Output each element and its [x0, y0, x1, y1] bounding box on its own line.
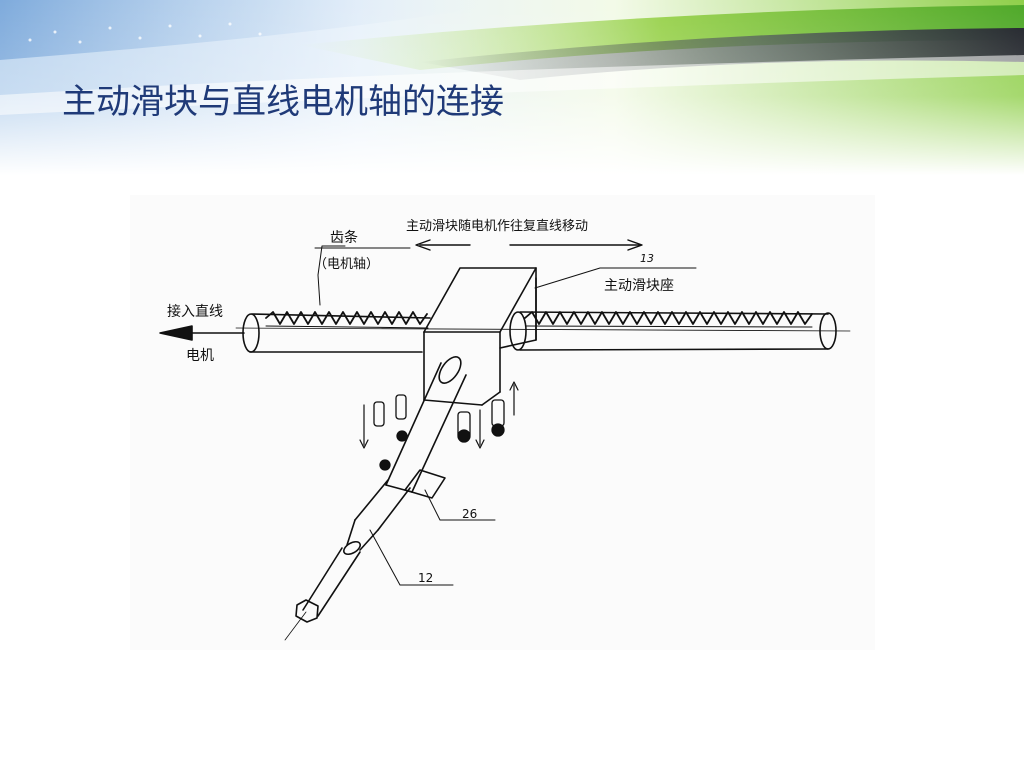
motion-arrowhead-left [415, 239, 431, 251]
part-13-leader-line [534, 267, 697, 289]
label-part-13-number: 13 [640, 252, 654, 265]
header-banner [0, 0, 1024, 175]
bolt-direction-arrows [359, 381, 519, 449]
part-26-leader-line [424, 489, 496, 521]
label-rack: 齿条 [330, 229, 358, 246]
label-connect-motor-2: 电机 [186, 348, 214, 364]
label-part-13-name: 主动滑块座 [604, 277, 674, 294]
motion-arrowhead-right [627, 239, 643, 251]
rack-teeth-right [524, 311, 813, 325]
part-12-leader-line [369, 529, 454, 586]
label-part-12: 12 [418, 571, 433, 585]
shaft-centerline [235, 327, 851, 332]
slider-shaft-connection-diagram: 齿条 （电机轴） 主动滑块随电机作往复直线移动 13 主动滑块座 接入直线 电机… [130, 195, 875, 650]
rack-teeth-left [265, 311, 428, 325]
label-part-26: 26 [462, 507, 477, 521]
motor-arrowhead [159, 325, 193, 341]
rack-leader-line [317, 245, 346, 306]
label-motion-note: 主动滑块随电机作往复直线移动 [406, 219, 588, 234]
label-motor-shaft: （电机轴） [314, 257, 379, 272]
label-connect-motor-1: 接入直线 [167, 303, 223, 320]
rack-shaft-right [509, 311, 837, 351]
bolt-group [373, 394, 505, 471]
slide-title: 主动滑块与直线电机轴的连接 [62, 82, 504, 122]
connecting-rod-assembly [284, 356, 467, 641]
